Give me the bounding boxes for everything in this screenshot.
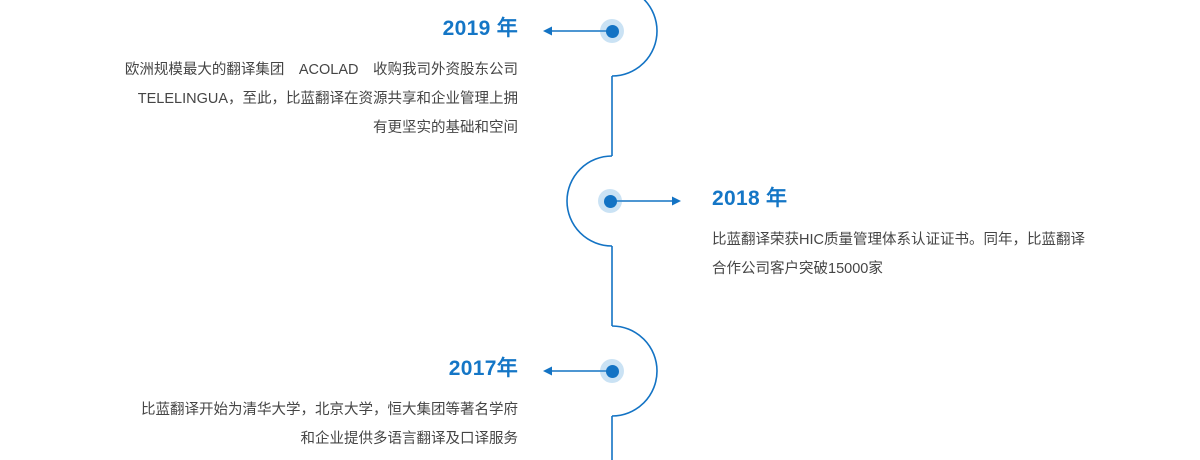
timeline-event-year-2019: 2019 年 (442, 17, 518, 40)
timeline-event-2019: 2019 年 欧洲规模最大的翻译集团 ACOLAD 收购我司外资股东公司 TEL… (40, 18, 518, 143)
timeline-event-year-2018: 2018 年 (712, 187, 788, 210)
connector-arrow-2019 (543, 26, 608, 36)
timeline-event-description-2018: 比蓝翻译荣获HIC质量管理体系认证证书。同年，比蓝翻译 合作公司客户突破1500… (712, 232, 1085, 277)
timeline-event-description-2019: 欧洲规模最大的翻译集团 ACOLAD 收购我司外资股东公司 TELELINGUA… (124, 62, 518, 136)
timeline-event-2018: 2018 年 比蓝翻译荣获HIC质量管理体系认证证书。同年，比蓝翻译 合作公司客… (712, 188, 1190, 284)
timeline-marker-dot-2017[interactable] (600, 359, 624, 383)
timeline-event-2017: 2017年 比蓝翻译开始为清华大学，北京大学，恒大集团等著名学府 和企业提供多语… (40, 358, 518, 454)
connector-arrow-2017 (543, 366, 608, 376)
timeline-event-description-2017: 比蓝翻译开始为清华大学，北京大学，恒大集团等著名学府 和企业提供多语言翻译及口译… (141, 402, 518, 447)
timeline-marker-dot-2018[interactable] (598, 189, 622, 213)
timeline-event-year-2017: 2017年 (448, 357, 518, 380)
connector-arrow-2018 (616, 196, 681, 206)
timeline-marker-dot-2019[interactable] (600, 19, 624, 43)
